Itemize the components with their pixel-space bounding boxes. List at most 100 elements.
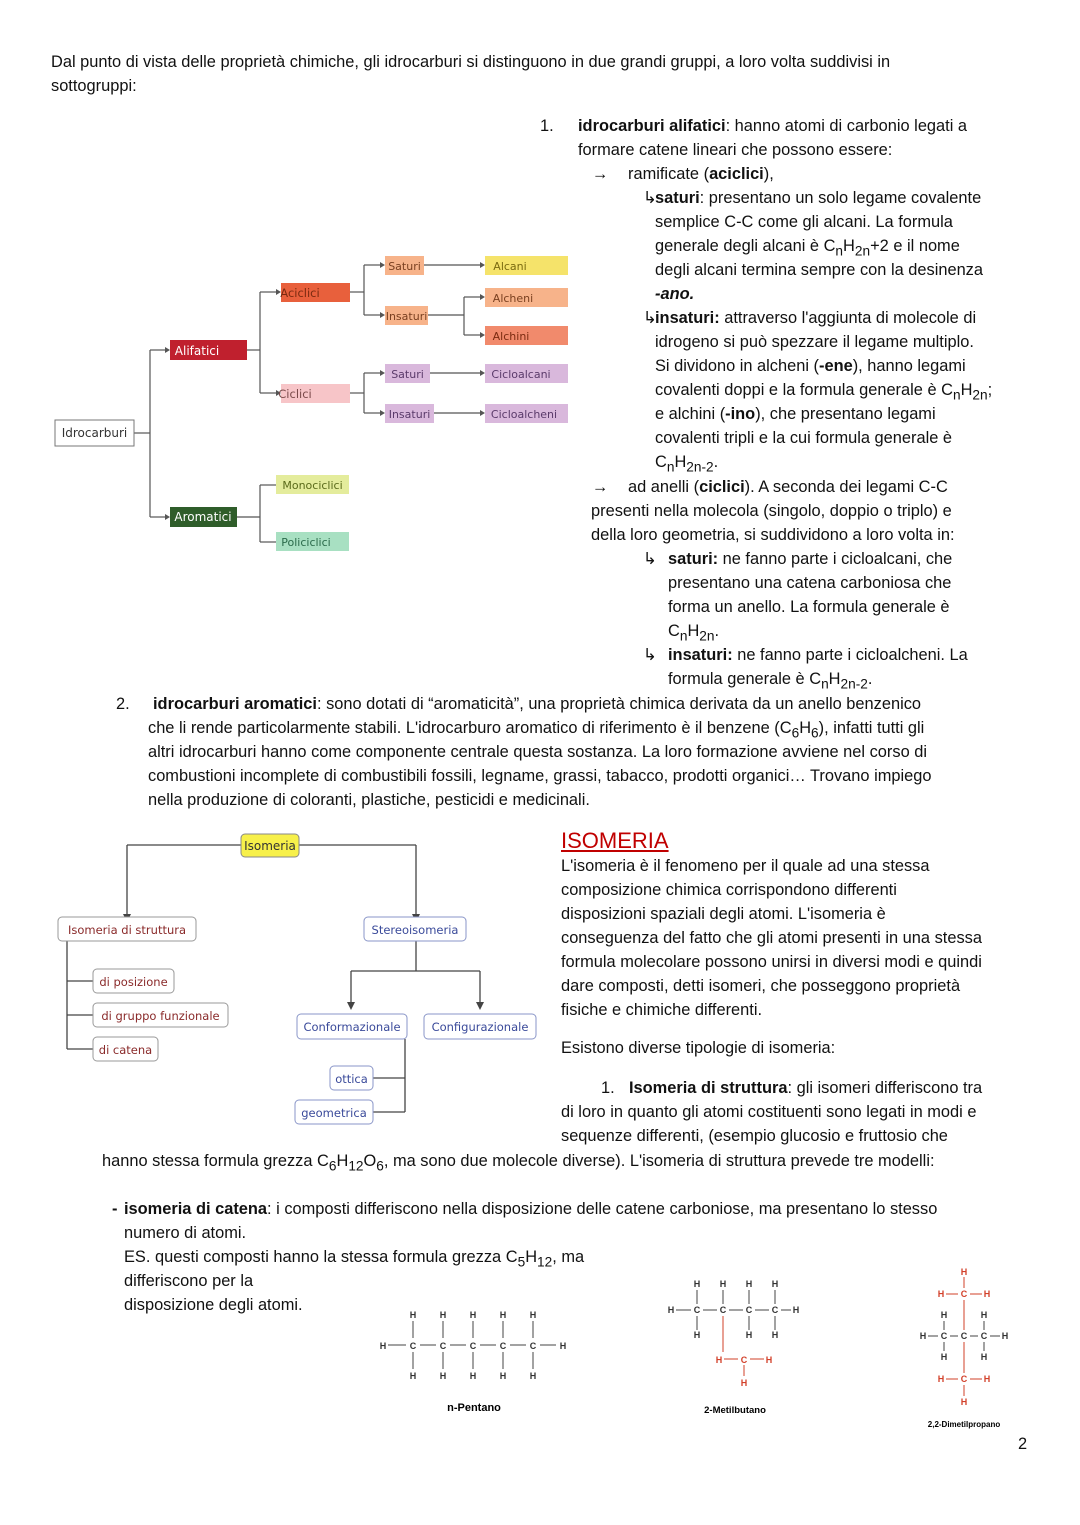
svg-text:H: H bbox=[984, 1374, 991, 1384]
svg-text:C: C bbox=[694, 1305, 701, 1315]
arrow-1: → bbox=[592, 165, 609, 183]
svg-text:Monociclici: Monociclici bbox=[282, 479, 342, 492]
catena-line-4: differiscono per la bbox=[124, 1272, 254, 1290]
hook-cicl-insaturi: ↳ bbox=[643, 646, 657, 664]
svg-text:H: H bbox=[440, 1310, 447, 1320]
svg-text:H: H bbox=[741, 1378, 748, 1388]
isomeria-line-6: dare composti, detti isomeri, che posseg… bbox=[561, 977, 961, 995]
item2-line-4: combustioni incomplete di combustibili f… bbox=[148, 767, 932, 785]
hydrocarbon-tree-diagram: Idrocarburi Alifatici Aromatici Aciclici… bbox=[54, 256, 568, 551]
svg-text:H: H bbox=[500, 1371, 507, 1381]
node-aromatici: Aromatici bbox=[170, 507, 237, 527]
svg-text:Saturi: Saturi bbox=[391, 368, 424, 381]
node-insaturi-ciclici: Insaturi bbox=[385, 404, 434, 423]
isomeria-line-4: conseguenza del fatto che gli atomi pres… bbox=[561, 929, 982, 947]
svg-text:Configurazionale: Configurazionale bbox=[432, 1020, 529, 1034]
2-2-dimetilpropano-caption: 2,2-Dimetilpropano bbox=[928, 1420, 1001, 1429]
catena-line-3: ES. questi composti hanno la stessa form… bbox=[124, 1248, 585, 1270]
svg-text:C: C bbox=[981, 1331, 988, 1341]
svg-text:C: C bbox=[961, 1374, 968, 1384]
cicl-saturi-line-1: saturi: ne fanno parte i cicloalcani, ch… bbox=[668, 550, 953, 568]
svg-text:C: C bbox=[410, 1341, 417, 1351]
svg-text:H: H bbox=[793, 1305, 800, 1315]
svg-text:H: H bbox=[961, 1397, 968, 1407]
svg-text:Ciclici: Ciclici bbox=[278, 387, 311, 401]
svg-text:Alchini: Alchini bbox=[493, 330, 530, 343]
svg-text:H: H bbox=[941, 1352, 948, 1362]
svg-text:H: H bbox=[668, 1305, 675, 1315]
saturi-line-5: -ano. bbox=[655, 285, 695, 303]
isomeria-line-2: composizione chimica corrispondono diffe… bbox=[561, 881, 897, 899]
svg-text:H: H bbox=[470, 1310, 477, 1320]
item2-number: 2. bbox=[116, 695, 130, 713]
node-saturi-ciclici: Saturi bbox=[385, 364, 430, 383]
cicl-saturi-line-3: forma un anello. La formula generale è bbox=[668, 598, 950, 616]
2-metilbutano-caption: 2-Metilbutano bbox=[704, 1405, 766, 1416]
svg-text:Alcani: Alcani bbox=[493, 260, 526, 273]
node-policiclici: Policiclici bbox=[276, 532, 349, 551]
intro-line-1: Dal punto di vista delle proprietà chimi… bbox=[51, 53, 891, 71]
cicl-saturi-line-4: CnH2n. bbox=[668, 622, 720, 644]
item1-line-3: ramificate (aciclici), bbox=[628, 165, 774, 183]
node-aciclici: Aciclici bbox=[280, 283, 350, 302]
isomeria-heading: ISOMERIA bbox=[561, 828, 669, 853]
svg-text:H: H bbox=[380, 1341, 387, 1351]
svg-text:Stereoisomeria: Stereoisomeria bbox=[372, 923, 459, 937]
insaturi-line-3: Si dividono in alcheni (-ene), hanno leg… bbox=[655, 357, 966, 375]
svg-text:H: H bbox=[772, 1330, 779, 1340]
catena-line-5: disposizione degli atomi. bbox=[124, 1296, 303, 1314]
item2-line-5: nella produzione di coloranti, plastiche… bbox=[148, 791, 590, 809]
svg-text:H: H bbox=[500, 1310, 507, 1320]
svg-text:H: H bbox=[766, 1355, 773, 1365]
struttura-line-3: sequenze differenti, (esempio glucosio e… bbox=[561, 1127, 948, 1145]
item2-line-2: che li rende particolarmente stabili. L'… bbox=[148, 719, 925, 741]
arrow-2: → bbox=[592, 478, 609, 496]
svg-text:C: C bbox=[941, 1331, 948, 1341]
svg-text:Saturi: Saturi bbox=[388, 260, 421, 273]
svg-text:H: H bbox=[961, 1267, 968, 1277]
item2-line-3: altri idrocarburi hanno come componente … bbox=[148, 743, 927, 761]
item1-line-1: idrocarburi alifatici: hanno atomi di ca… bbox=[578, 117, 968, 135]
struttura-number: 1. bbox=[601, 1079, 615, 1097]
node-ciclici: Ciclici bbox=[278, 384, 350, 403]
node-di-catena: di catena bbox=[92, 1036, 159, 1062]
svg-text:H: H bbox=[694, 1330, 701, 1340]
node-isomeria: Isomeria bbox=[240, 833, 300, 858]
anelli-line-2: presenti nella molecola (singolo, doppio… bbox=[591, 502, 952, 520]
item1-line-2: formare catene lineari che possono esser… bbox=[578, 141, 893, 159]
svg-text:H: H bbox=[746, 1279, 753, 1289]
catena-dash: - bbox=[112, 1200, 118, 1218]
svg-text:Insaturi: Insaturi bbox=[386, 310, 428, 323]
isomeria-line-1: L'isomeria è il fenomeno per il quale ad… bbox=[561, 857, 930, 875]
node-ottica: ottica bbox=[329, 1065, 374, 1091]
node-cicloalcani: Cicloalcani bbox=[485, 364, 568, 383]
svg-text:H: H bbox=[440, 1371, 447, 1381]
svg-text:C: C bbox=[772, 1305, 779, 1315]
item1-number: 1. bbox=[540, 117, 554, 135]
isomeria-tree-diagram: Isomeria Isomeria di struttura Stereoiso… bbox=[57, 833, 537, 1125]
hook-insaturi: ↳ bbox=[643, 309, 657, 327]
svg-text:H: H bbox=[1002, 1331, 1009, 1341]
anelli-line-3: della loro geometria, si suddividono a l… bbox=[591, 526, 955, 544]
node-idrocarburi: Idrocarburi bbox=[54, 419, 135, 447]
cicl-saturi-line-2: presentano una catena carboniosa che bbox=[668, 574, 952, 592]
intro-line-2: sottogruppi: bbox=[51, 77, 137, 95]
svg-text:H: H bbox=[560, 1341, 567, 1351]
saturi-line-1: saturi: presentano un solo legame covale… bbox=[655, 189, 982, 207]
svg-text:H: H bbox=[530, 1371, 537, 1381]
page-number: 2 bbox=[1018, 1435, 1028, 1453]
svg-text:Isomeria: Isomeria bbox=[244, 839, 296, 853]
node-configurazionale: Configurazionale bbox=[423, 1013, 537, 1040]
item2-line-1: idrocarburi aromatici: sono dotati di “a… bbox=[153, 695, 922, 713]
svg-text:Isomeria di struttura: Isomeria di struttura bbox=[68, 923, 186, 937]
svg-text:C: C bbox=[530, 1341, 537, 1351]
node-di-gruppo-funzionale: di gruppo funzionale bbox=[92, 1002, 229, 1028]
saturi-line-2: semplice C-C come gli alcani. La formula bbox=[655, 213, 953, 231]
node-saturi-aciclici: Saturi bbox=[385, 256, 424, 275]
isomeria-line-8: Esistono diverse tipologie di isomeria: bbox=[561, 1039, 836, 1057]
node-alifatici: Alifatici bbox=[170, 340, 247, 360]
svg-text:H: H bbox=[981, 1310, 988, 1320]
svg-text:H: H bbox=[920, 1331, 927, 1341]
